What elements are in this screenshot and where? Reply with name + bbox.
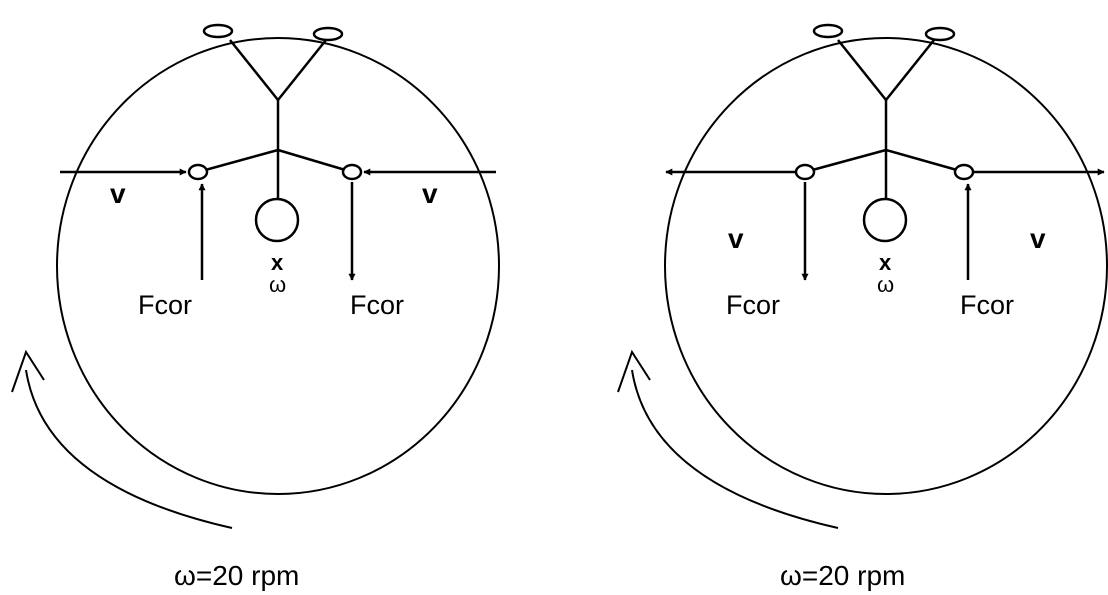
rotation-arrow [631,369,839,529]
rotating-disc [664,37,1108,495]
hub-circle [862,197,908,243]
coriolis-label-left: Fcor [138,290,192,320]
axis-mark: x [271,250,284,275]
loop-left [202,23,234,39]
rotation-arrowhead [11,349,45,393]
diagram-inward: v v Fcor Fcor x ω ω=20 rpm [11,23,500,591]
velocity-label-left: v [110,178,126,209]
coriolis-label-right: Fcor [960,290,1014,320]
axis-mark: x [879,250,892,275]
node-left [794,163,816,181]
node-right [953,163,975,181]
diagram-outward: v v Fcor Fcor x ω ω=20 rpm [617,23,1108,591]
fork-structure [202,23,344,150]
rotation-arrowhead [617,349,651,393]
rotating-disc [56,37,500,495]
velocity-label-left: v [728,223,744,254]
coriolis-label-left: Fcor [726,290,780,320]
node-left [187,163,209,181]
rotation-speed-label: ω=20 rpm [780,560,905,591]
coriolis-label-right: Fcor [350,290,404,320]
omega-symbol: ω [269,272,286,297]
rotation-speed-label: ω=20 rpm [174,560,299,591]
velocity-label-right: v [1030,223,1046,254]
rotation-arrow [25,369,233,529]
omega-symbol: ω [877,272,894,297]
crossbar [187,148,363,243]
crossbar [794,148,975,243]
loop-right [924,26,956,42]
hub-circle [254,197,300,243]
loop-left [812,23,844,39]
velocity-label-right: v [422,178,438,209]
node-right [341,163,363,181]
fork-structure [812,23,956,150]
loop-right [312,26,344,42]
